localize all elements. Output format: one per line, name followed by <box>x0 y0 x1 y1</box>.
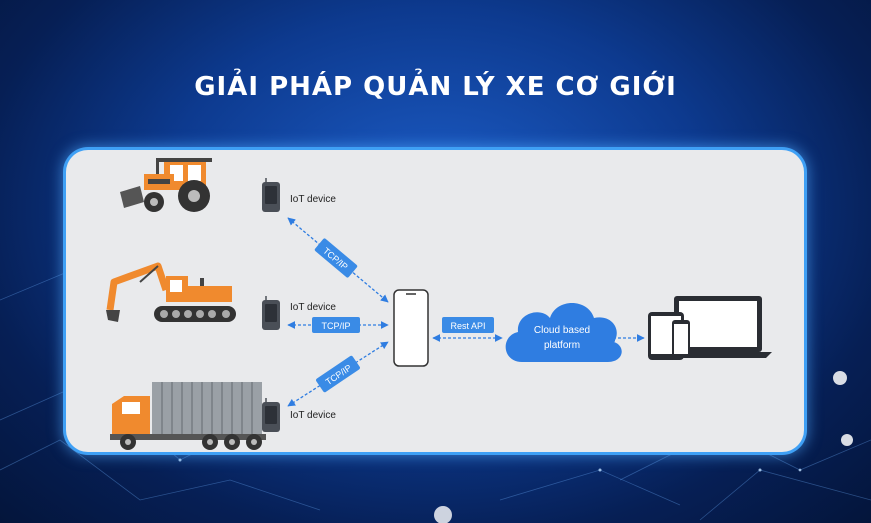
devices-icon <box>648 296 772 360</box>
diagram-panel: IoT device IoT device IoT device TCP/IP … <box>66 150 804 452</box>
iot-device-label: IoT device <box>290 410 336 421</box>
cloud-label-line2: platform <box>544 340 580 351</box>
page-title: GIẢI PHÁP QUẢN LÝ XE CƠ GIỚI <box>194 72 677 102</box>
iot-device-icon <box>262 178 280 212</box>
gateway-phone-icon <box>393 289 429 367</box>
cloud-label-line1: Cloud based <box>534 325 590 336</box>
excavator-icon <box>106 262 236 322</box>
rest-api-tag: Rest API <box>450 321 485 331</box>
iot-device-icon <box>262 296 280 330</box>
iot-device-label: IoT device <box>290 194 336 205</box>
protocol-tag: TCP/IP <box>321 321 350 331</box>
iot-device-label: IoT device <box>290 302 336 313</box>
cloud-icon <box>505 303 622 362</box>
truck-icon <box>110 382 266 450</box>
tractor-icon <box>120 158 212 212</box>
architecture-diagram: IoT device IoT device IoT device TCP/IP … <box>106 158 772 450</box>
iot-device-icon <box>262 398 280 432</box>
